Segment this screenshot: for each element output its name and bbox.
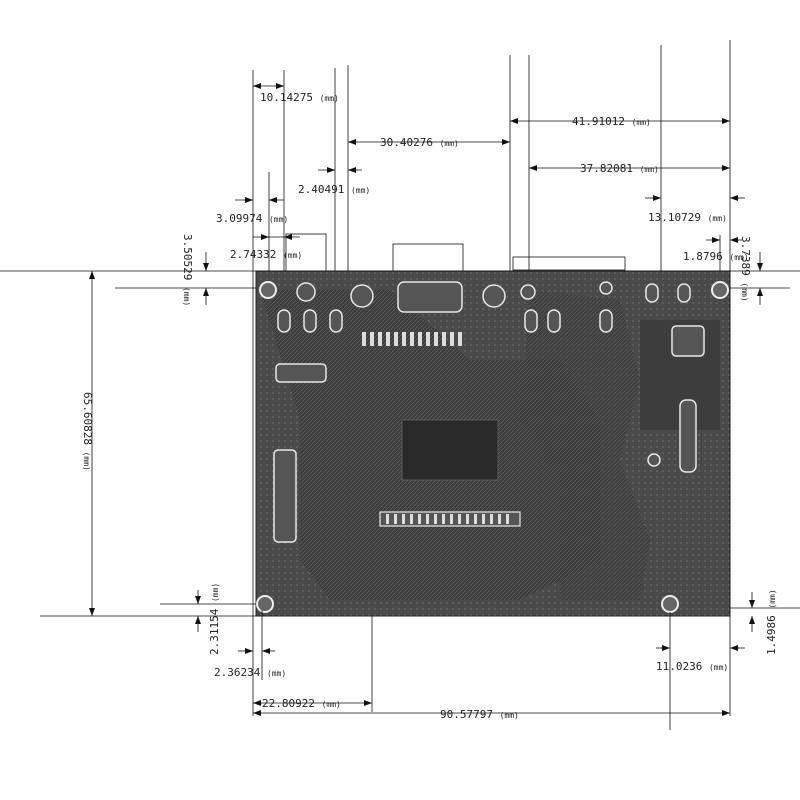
mount-hole-tl [259,281,277,299]
right-pad-group [647,325,705,473]
pin-row-top [362,332,462,346]
dim-13-10729: 13.10729 (mm) [648,211,727,224]
pcb-board [255,233,731,617]
dim-3-7389: 3.7389 (mm) [739,236,752,302]
dim-2-74332: 2.74332 (mm) [230,248,302,261]
dim-11-0236: 11.0236 (mm) [656,660,728,673]
dim-37-82081: 37.82081 (mm) [580,162,659,175]
dim-1-4986: 1.4986 (mm) [765,589,778,655]
dim-90-57797: 90.57797 (mm) [440,708,519,721]
dim-10-14275: 10.14275 (mm) [260,91,339,104]
mount-hole-br [661,595,679,613]
dim-30-40276: 30.40276 (mm) [380,136,459,149]
dim-1-8796: 1.8796 (mm) [683,250,749,263]
dim-41-91012: 41.91012 (mm) [572,115,651,128]
fpc-connector-pins [379,511,521,527]
left-pad-group [273,363,327,543]
left-connector-outline [285,233,327,273]
dim-3-50529: 3.50529 (mm) [181,234,194,306]
dim-22-80922: 22.80922 (mm) [262,697,341,710]
dim-2-36234: 2.36234 (mm) [214,666,286,679]
dim-2-40491: 2.40491 (mm) [298,183,370,196]
mount-hole-tr [711,281,729,299]
trace-region-right [520,290,650,600]
top-pads [296,281,691,313]
mount-hole-bl [256,595,274,613]
header-connector-outline [512,256,626,271]
dim-2-31154: 2.31154 (mm) [208,583,221,655]
vga-connector-outline [392,243,464,273]
dim-3-09974: 3.09974 (mm) [216,212,288,225]
extension-lines [0,40,800,730]
dim-65-60828: 65.60828 (mm) [81,392,94,471]
ic-chip [401,419,499,481]
oval-pads [277,309,613,333]
dimension-lines [89,83,763,716]
dimension-labels: 10.14275 (mm) 30.40276 (mm) 41.91012 (mm… [81,91,778,721]
